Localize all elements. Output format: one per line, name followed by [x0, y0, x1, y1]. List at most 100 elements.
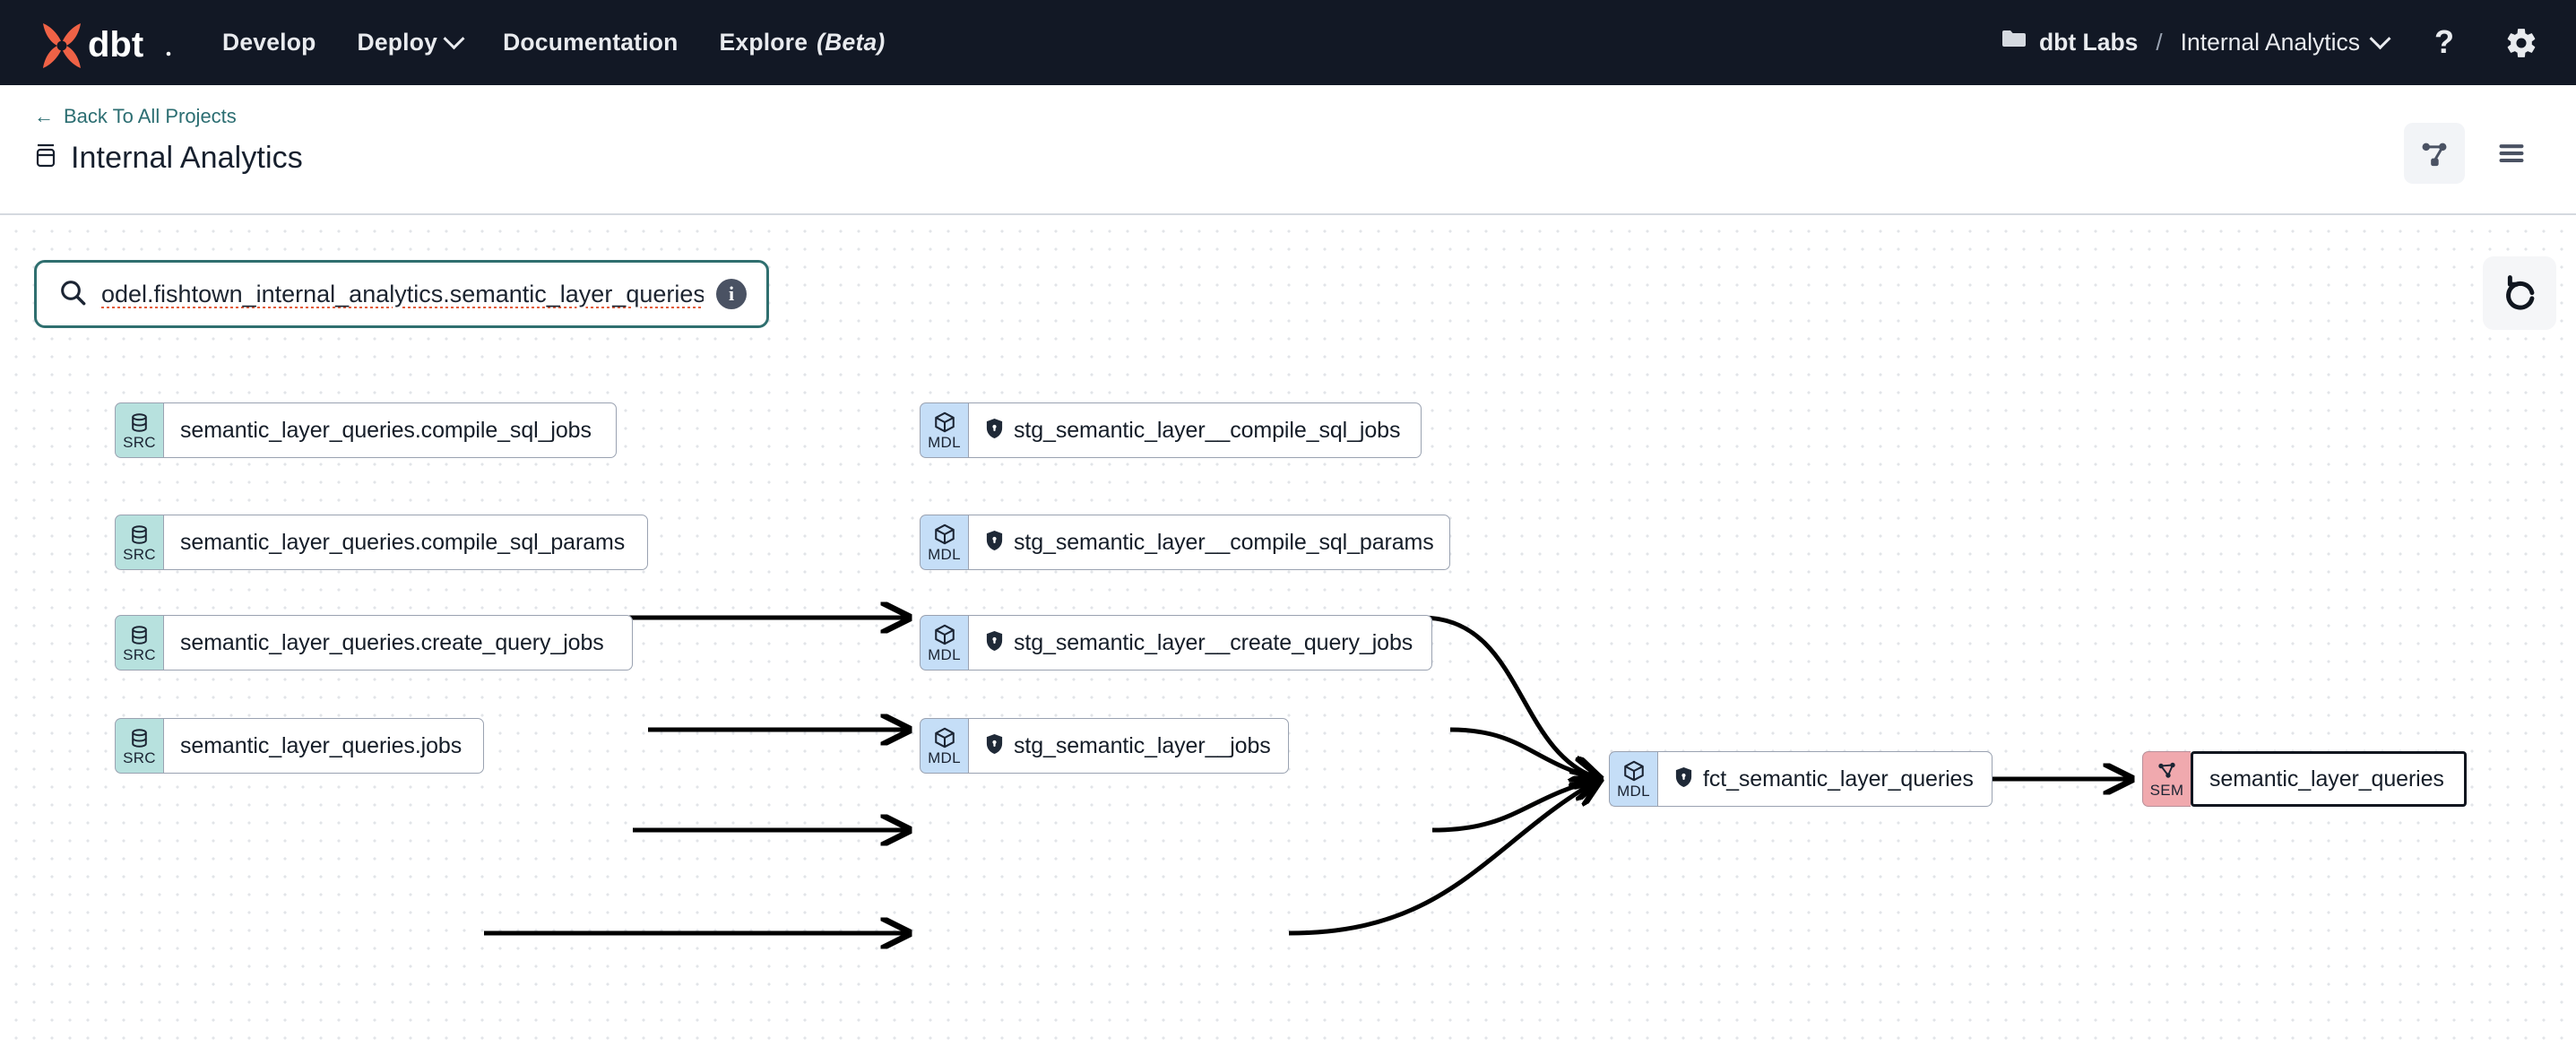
- graph-node-src-compile-sql-params[interactable]: SRC semantic_layer_queries.compile_sql_p…: [115, 515, 648, 570]
- node-label: semantic_layer_queries.compile_sql_param…: [180, 529, 626, 555]
- lineage-view-button[interactable]: [2404, 122, 2465, 184]
- nav-item-develop[interactable]: Develop: [222, 29, 316, 56]
- project-name: Internal Analytics: [2180, 29, 2360, 56]
- node-body: semantic_layer_queries.jobs: [163, 718, 484, 774]
- nav-label-documentation: Documentation: [503, 29, 679, 56]
- nav-item-deploy[interactable]: Deploy: [357, 28, 465, 56]
- edge-mdl3-fct: [1431, 779, 1600, 833]
- node-body: stg_semantic_layer__compile_sql_jobs: [968, 402, 1422, 458]
- node-type-label: MDL: [1617, 783, 1650, 800]
- graph-node-mdl-stg-compile-sql-params[interactable]: MDL stg_semantic_layer__compile_sql_para…: [920, 515, 1450, 570]
- nav-label-deploy: Deploy: [357, 29, 438, 56]
- shield-lock-icon: [1674, 766, 1693, 792]
- info-icon[interactable]: i: [716, 279, 747, 309]
- node-label: semantic_layer_queries.create_query_jobs: [180, 629, 604, 655]
- node-label: semantic_layer_queries: [2209, 766, 2444, 792]
- node-type-badge-mdl: MDL: [920, 718, 968, 774]
- node-type-label: MDL: [928, 749, 961, 766]
- svg-text:?: ?: [2434, 26, 2454, 60]
- graph-node-sem-semantic-layer-queries[interactable]: SEM semantic_layer_queries: [2142, 751, 2467, 807]
- folder-icon: [2001, 29, 2027, 56]
- node-type-label: SRC: [123, 645, 156, 663]
- cube-icon: [934, 411, 955, 433]
- search-icon: [58, 278, 87, 311]
- node-body: fct_semantic_layer_queries: [1657, 751, 1993, 807]
- graph-node-mdl-fct-semantic-layer-queries[interactable]: MDL fct_semantic_layer_queries: [1609, 751, 1993, 807]
- node-body: stg_semantic_layer__compile_sql_params: [968, 515, 1450, 570]
- lineage-canvas[interactable]: SRC semantic_layer_queries.compile_sql_j…: [0, 215, 2576, 1047]
- nav-item-documentation[interactable]: Documentation: [503, 29, 678, 56]
- node-body: semantic_layer_queries.compile_sql_param…: [163, 515, 648, 570]
- shield-lock-icon: [985, 530, 1004, 556]
- subheader-actions: [2404, 105, 2542, 213]
- organization-name: dbt Labs: [2039, 29, 2139, 56]
- node-type-label: MDL: [928, 434, 961, 451]
- node-label: stg_semantic_layer__compile_sql_jobs: [1014, 417, 1401, 443]
- cube-icon: [934, 727, 955, 748]
- node-type-badge-mdl: MDL: [920, 515, 968, 570]
- primary-nav: Develop Deploy Documentation Explore (Be…: [222, 28, 886, 56]
- top-navigation-bar: dbt Develop Deploy Documentation Explore…: [0, 0, 2576, 85]
- edge-mdl2-fct: [1449, 727, 1600, 779]
- reset-view-button[interactable]: [2483, 256, 2556, 330]
- graph-node-src-compile-sql-jobs[interactable]: SRC semantic_layer_queries.compile_sql_j…: [115, 402, 617, 458]
- graph-node-mdl-stg-jobs[interactable]: MDL stg_semantic_layer__jobs: [920, 718, 1289, 774]
- node-type-label: SRC: [123, 433, 156, 451]
- node-type-label: SRC: [123, 748, 156, 766]
- cube-icon: [934, 524, 955, 545]
- search-input[interactable]: odel.fishtown_internal_analytics.semanti…: [101, 280, 704, 307]
- node-type-badge-src: SRC: [115, 615, 163, 671]
- node-type-label: SRC: [123, 545, 156, 563]
- node-type-badge-mdl: MDL: [1609, 751, 1657, 807]
- node-type-badge-mdl: MDL: [920, 402, 968, 458]
- lineage-search-box[interactable]: odel.fishtown_internal_analytics.semanti…: [34, 260, 769, 328]
- database-cylinder-icon: [132, 412, 147, 432]
- chevron-down-icon: [2369, 28, 2391, 50]
- dbt-logo[interactable]: dbt: [34, 18, 177, 68]
- list-menu-button[interactable]: [2481, 123, 2542, 184]
- graph-node-mdl-stg-compile-sql-jobs[interactable]: MDL stg_semantic_layer__compile_sql_jobs: [920, 402, 1422, 458]
- node-body: stg_semantic_layer__create_query_jobs: [968, 615, 1432, 671]
- edge-mdl4-fct: [1288, 779, 1600, 936]
- back-link-label: Back To All Projects: [64, 105, 237, 127]
- node-label: stg_semantic_layer__compile_sql_params: [1014, 529, 1434, 555]
- node-type-badge-src: SRC: [115, 718, 163, 774]
- cube-icon: [1623, 760, 1644, 782]
- node-type-badge-src: SRC: [115, 402, 163, 458]
- nav-item-explore[interactable]: Explore (Beta): [720, 29, 886, 56]
- node-type-badge-src: SRC: [115, 515, 163, 570]
- back-to-all-projects-link[interactable]: ← Back To All Projects: [34, 105, 303, 128]
- graph-node-src-create-query-jobs[interactable]: SRC semantic_layer_queries.create_query_…: [115, 615, 633, 671]
- cube-icon: [934, 624, 955, 645]
- node-type-badge-mdl: MDL: [920, 615, 968, 671]
- node-body: stg_semantic_layer__jobs: [968, 718, 1289, 774]
- database-icon: [34, 143, 57, 174]
- node-label: fct_semantic_layer_queries: [1703, 766, 1974, 792]
- node-body: semantic_layer_queries.create_query_jobs: [163, 615, 633, 671]
- nav-label-develop: Develop: [222, 29, 316, 56]
- node-body: semantic_layer_queries: [2191, 751, 2467, 807]
- graph-node-src-jobs[interactable]: SRC semantic_layer_queries.jobs: [115, 718, 484, 774]
- shield-lock-icon: [985, 630, 1004, 656]
- nav-right-cluster: dbt Labs / Internal Analytics ?: [2001, 22, 2542, 64]
- project-selector[interactable]: Internal Analytics: [2180, 28, 2391, 56]
- settings-gear-button[interactable]: [2501, 22, 2542, 64]
- beta-badge: (Beta): [817, 29, 886, 56]
- node-type-label: MDL: [928, 546, 961, 563]
- graph-node-mdl-stg-create-query-jobs[interactable]: MDL stg_semantic_layer__create_query_job…: [920, 615, 1432, 671]
- help-button[interactable]: ?: [2424, 22, 2465, 64]
- database-cylinder-icon: [132, 728, 147, 748]
- edge-mdl1-fct: [1421, 615, 1600, 779]
- page-title: Internal Analytics: [71, 141, 303, 175]
- node-body: semantic_layer_queries.compile_sql_jobs: [163, 402, 617, 458]
- subheader-left: ← Back To All Projects Internal Analytic…: [34, 105, 303, 213]
- organization-selector[interactable]: dbt Labs: [2001, 29, 2138, 56]
- node-label: stg_semantic_layer__jobs: [1014, 732, 1271, 758]
- node-label: semantic_layer_queries.compile_sql_jobs: [180, 417, 592, 443]
- database-cylinder-icon: [132, 625, 147, 645]
- node-label: semantic_layer_queries.jobs: [180, 732, 462, 758]
- arrow-left-icon: ←: [34, 105, 54, 127]
- node-type-label: MDL: [928, 646, 961, 663]
- nav-label-explore: Explore: [719, 29, 808, 56]
- shield-lock-icon: [985, 733, 1004, 759]
